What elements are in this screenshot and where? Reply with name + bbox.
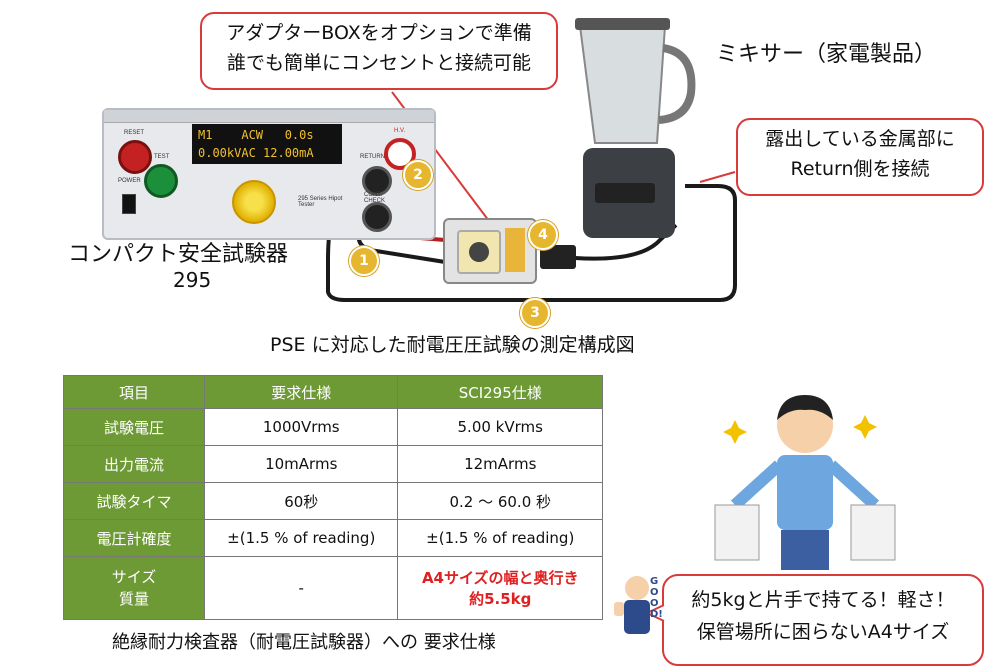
thumbs-up-body <box>624 600 650 634</box>
row-req: 10mArms <box>203 445 399 483</box>
reset-button[interactable] <box>118 140 152 174</box>
person-carrying-bags-icon <box>714 395 896 570</box>
return-terminal-label: RETURN <box>360 154 385 160</box>
row-req: 1000Vrms <box>203 408 399 446</box>
test-label: TEST <box>154 154 170 160</box>
row-req: 60秒 <box>203 482 399 520</box>
weight-callout-line2: 保管場所に困らないA4サイズ <box>696 621 950 643</box>
test-button[interactable] <box>144 164 178 198</box>
mixer-handle <box>658 44 696 124</box>
weight-callout: 約5kgと片手で持てる！軽さ！ 保管場所に困らないA4サイズ <box>662 574 984 666</box>
hv-label: H.V. <box>394 128 406 134</box>
diagram-caption: PSE に対応した耐電圧圧試験の測定構成図 <box>270 334 635 356</box>
row-item-size-line2: 質量 <box>118 590 149 608</box>
sparkle-icon <box>853 415 877 439</box>
mixer-lid <box>575 18 670 30</box>
mixer-jar <box>578 25 667 144</box>
cable-4 <box>574 223 678 261</box>
table-row: 試験電圧 1000Vrms 5.00 kVrms <box>63 408 603 446</box>
cont-check-label: CONT. CHECK <box>364 192 386 204</box>
row-item: 試験タイマ <box>63 482 205 520</box>
row-item-size: サイズ 質量 <box>63 556 205 620</box>
header-item: 項目 <box>63 375 205 409</box>
row-item: 出力電流 <box>63 445 205 483</box>
row-item-size-line1: サイズ <box>111 568 157 586</box>
tester-model: 295 <box>173 268 212 292</box>
return-callout: 露出している金属部に Return側を接続 <box>736 118 984 196</box>
good-text: GOOD! <box>650 576 663 620</box>
cont-check-terminal[interactable] <box>362 202 392 232</box>
lcd-line-2: 0.00kVAC 12.00mA <box>198 146 314 160</box>
table-caption: 絶縁耐力検査器（耐電圧試験器）への 要求仕様 <box>112 632 496 653</box>
left-bag <box>714 504 760 561</box>
thumbs-up-hand <box>614 602 624 616</box>
tester-device: RESET TEST POWER M1 ACW 0.0s 0.00kVAC 12… <box>102 108 436 240</box>
voltage-knob[interactable] <box>232 180 276 224</box>
badge-1: 1 <box>349 246 379 276</box>
table-row-size: サイズ 質量 - A4サイズの幅と奥行き 約5.5kg <box>63 556 603 620</box>
return-callout-pointer <box>699 171 736 183</box>
row-spec-size-line2: 約5.5kg <box>469 590 532 608</box>
return-terminal[interactable] <box>362 166 392 196</box>
return-callout-line1: 露出している金属部に <box>765 128 955 150</box>
adapter-box <box>443 218 537 284</box>
outlet-holes-icon <box>469 242 489 262</box>
weight-callout-line1: 約5kgと片手で持てる！軽さ！ <box>691 589 955 611</box>
power-switch[interactable] <box>122 194 136 214</box>
outlet-socket <box>457 230 501 274</box>
row-spec: 5.00 kVrms <box>397 408 603 446</box>
row-item: 電圧計確度 <box>63 519 205 557</box>
row-req: ±(1.5 % of reading) <box>203 519 399 557</box>
badge-2: 2 <box>403 160 433 190</box>
row-req-size: - <box>203 556 399 620</box>
table-row: 電圧計確度 ±(1.5 % of reading) ±(1.5 % of rea… <box>63 519 603 557</box>
row-spec: ±(1.5 % of reading) <box>397 519 603 557</box>
adapter-callout-line2: 誰でも簡単にコンセントと接続可能 <box>226 52 531 74</box>
adapter-warning-label <box>505 228 525 272</box>
spec-table: 項目 要求仕様 SCI295仕様 試験電圧 1000Vrms 5.00 kVrm… <box>63 375 603 620</box>
lcd-display: M1 ACW 0.0s 0.00kVAC 12.00mA <box>192 124 342 164</box>
mixer-panel <box>595 183 655 203</box>
adapter-callout: アダプターBOXをオプションで準備 誰でも簡単にコンセントと接続可能 <box>200 12 558 90</box>
thumbs-up-head <box>625 576 649 600</box>
mixer-image <box>575 18 696 238</box>
sparkle-icon <box>723 420 747 444</box>
person-shirt <box>777 455 833 530</box>
row-spec-size: A4サイズの幅と奥行き 約5.5kg <box>397 556 603 620</box>
table-header-row: 項目 要求仕様 SCI295仕様 <box>63 375 603 409</box>
header-req: 要求仕様 <box>203 375 399 409</box>
row-spec-size-line1: A4サイズの幅と奥行き <box>421 569 579 587</box>
row-spec: 12mArms <box>397 445 603 483</box>
reset-label: RESET <box>124 130 145 136</box>
return-callout-line2: Return側を接続 <box>790 158 930 180</box>
badge-3: 3 <box>520 298 550 328</box>
thumbs-up-icon <box>614 576 650 634</box>
tester-top <box>104 110 434 123</box>
adapter-callout-line1: アダプターBOXをオプションで準備 <box>226 22 532 44</box>
series-label: 295 Series Hipot Tester <box>298 196 343 208</box>
header-spec: SCI295仕様 <box>397 375 603 409</box>
table-row: 出力電流 10mArms 12mArms <box>63 445 603 483</box>
person-hair <box>777 395 833 420</box>
table-row: 試験タイマ 60秒 0.2 〜 60.0 秒 <box>63 482 603 520</box>
person-pants <box>781 530 829 570</box>
badge-4: 4 <box>528 220 558 250</box>
right-bag <box>850 504 896 561</box>
lcd-line-1: M1 ACW 0.0s <box>198 128 314 142</box>
person-right-arm <box>826 460 880 510</box>
row-spec: 0.2 〜 60.0 秒 <box>397 482 603 520</box>
power-label: POWER <box>118 178 141 184</box>
row-item: 試験電圧 <box>63 408 205 446</box>
mixer-label: ミキサー（家電製品） <box>716 42 937 67</box>
person-left-arm <box>730 460 784 510</box>
tester-name: コンパクト安全試験器 <box>68 242 289 267</box>
